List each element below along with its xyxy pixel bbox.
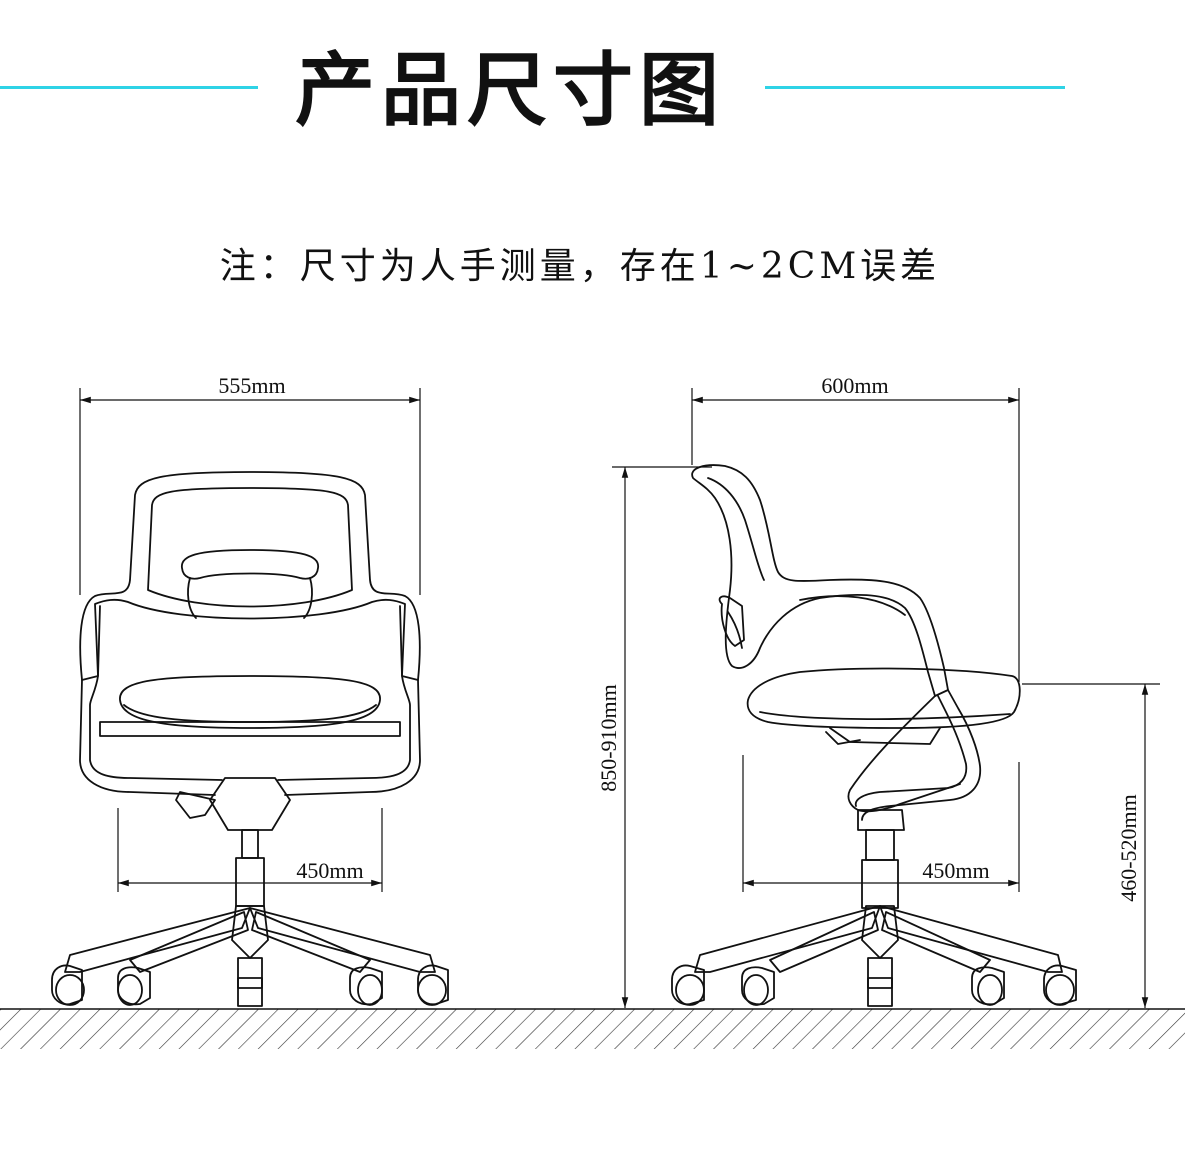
floor (0, 1008, 1185, 1049)
side-base-width-label: 450mm (922, 858, 989, 883)
side-base-dimension (742, 755, 1020, 892)
page-title: 产品尺寸图 (295, 43, 725, 137)
side-depth-dimension (691, 388, 1020, 682)
accent-line-right (765, 86, 1065, 89)
overall-height-label: 850-910mm (596, 684, 621, 792)
front-base-width-label: 450mm (296, 858, 363, 883)
seat-height-dimension (1022, 683, 1160, 1008)
side-view-chair (671, 464, 1077, 1007)
front-width-dimension (79, 388, 421, 595)
accent-line-left (0, 86, 258, 89)
front-base-dimension (117, 808, 383, 892)
side-depth-label: 600mm (821, 373, 888, 398)
measurement-note: 注：尺寸为人手测量，存在1~2CM误差 (219, 246, 941, 287)
header: 产品尺寸图 (0, 0, 1200, 170)
seat-height-label: 460-520mm (1116, 794, 1141, 902)
front-width-label: 555mm (218, 373, 285, 398)
overall-height-dimension (612, 466, 712, 1008)
front-view-chair (51, 471, 449, 1007)
